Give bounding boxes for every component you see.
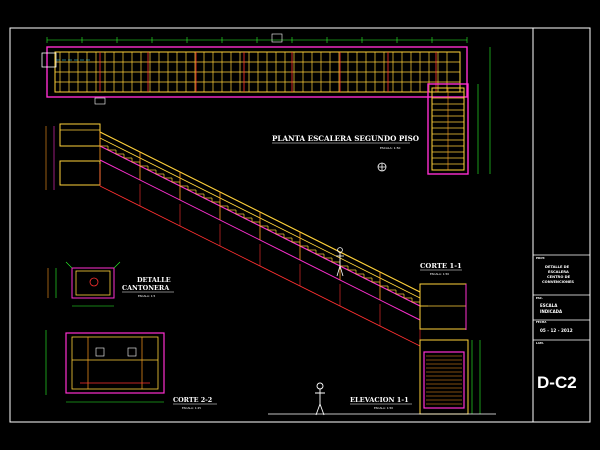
corte22-title: CORTE 2-2	[173, 396, 212, 404]
tb-label-sheet: LAM.	[536, 341, 544, 345]
scale-figure-upper	[336, 247, 344, 277]
tb-scale-2: INDICADA	[540, 309, 563, 314]
corte11-title: CORTE 1-1	[420, 262, 462, 270]
detail-cantonera	[47, 261, 121, 307]
detail-title-1: DETALLE	[137, 276, 171, 284]
elevacion-scale: ESCALA: 1:50	[374, 406, 393, 410]
section-corte-2-2	[45, 330, 165, 403]
elevacion-title: ELEVACION 1-1	[350, 396, 409, 404]
tb-project-4: CONVENCIONES	[542, 280, 574, 284]
scale-figure-lower	[315, 382, 325, 416]
tb-scale-1: ESCALA	[540, 303, 558, 308]
sheet-number: D-C2	[537, 373, 577, 392]
plan-title: PLANTA ESCALERA SEGUNDO PISO	[272, 134, 419, 143]
tb-date: 05 - 12 - 2012	[540, 328, 573, 333]
tb-project-2: ESCALERA	[548, 270, 569, 274]
detail-scale: ESCALA: 1:5	[138, 294, 155, 298]
tb-project-3: CENTRO DE	[547, 275, 571, 279]
tb-label-project: PROY.	[536, 256, 545, 260]
plan-view	[41, 33, 491, 175]
section-corte-1-1	[268, 339, 496, 415]
plan-scale: ESCALA: 1:50	[380, 146, 400, 150]
tb-project-1: DETALLE DE	[545, 265, 570, 269]
title-block-frame	[532, 27, 591, 423]
detail-title-2: CANTONERA	[122, 284, 170, 292]
elevation-view	[45, 123, 467, 347]
corte22-scale: ESCALA: 1:25	[182, 406, 201, 410]
tb-label-scale: ESC.	[536, 296, 543, 300]
tb-label-date: FECHA	[536, 320, 547, 324]
corte11-scale: ESCALA: 1:50	[430, 272, 449, 276]
